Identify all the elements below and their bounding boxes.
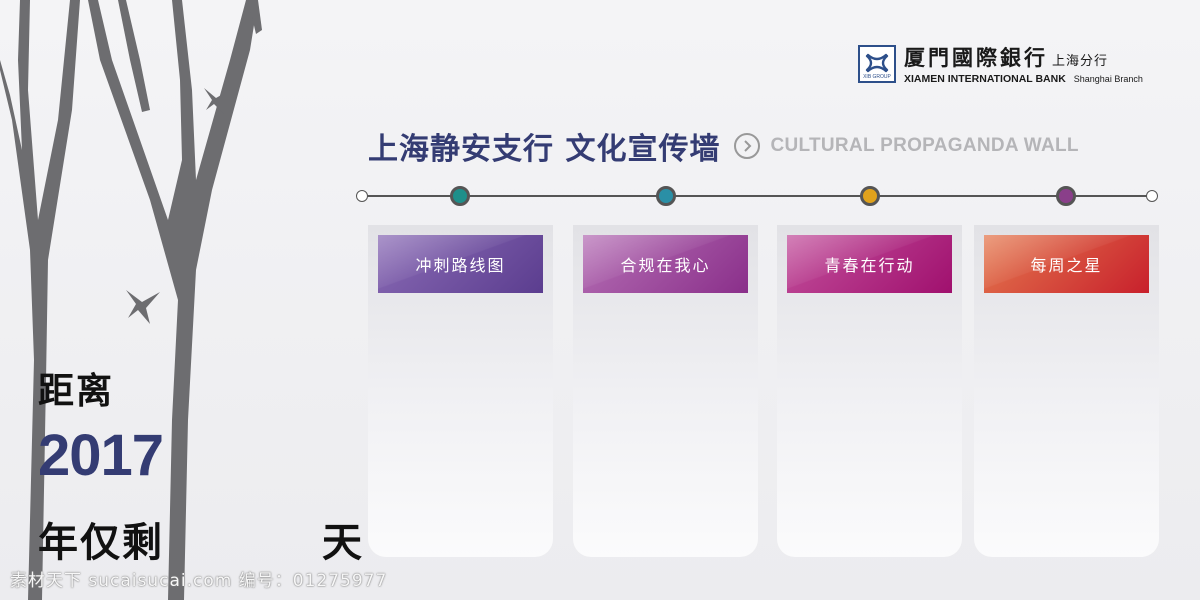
chevron-right-circle-icon <box>734 133 761 159</box>
timeline-line <box>362 195 1152 197</box>
countdown-year: 2017 <box>38 423 164 488</box>
logo-sub-text: XIB GROUP <box>863 73 891 80</box>
card-title: 每周之星 <box>1030 256 1103 275</box>
title-cn: 上海静安支行 文化宣传墙 <box>368 132 721 167</box>
panel-card: 每周之星 <box>974 225 1159 557</box>
timeline-start-dot <box>356 190 368 202</box>
bird-icon <box>204 88 230 114</box>
timeline-dot <box>450 186 470 206</box>
timeline-dot <box>860 186 880 206</box>
card-tab: 合规在我心 <box>583 235 748 293</box>
panel-card: 冲刺路线图 <box>368 225 553 557</box>
panel-card: 合规在我心 <box>573 225 758 557</box>
branch-name-cn: 上海分行 <box>1052 54 1109 69</box>
countdown-label: 距离 <box>38 371 115 412</box>
timeline-dot <box>656 186 676 206</box>
xib-logo-icon: XIB GROUP <box>858 44 896 83</box>
tree-illustration <box>0 0 262 600</box>
bank-name-cn: 厦門國際銀行 <box>904 46 1048 70</box>
card-tab: 青春在行动 <box>787 235 952 293</box>
title-en: CULTURAL PROPAGANDA WALL <box>770 135 1079 156</box>
countdown: 距离 2017 年仅剩 天 <box>38 362 362 566</box>
timeline-end-dot <box>1146 190 1158 202</box>
card-title: 青春在行动 <box>824 256 915 275</box>
card-title: 冲刺路线图 <box>415 256 506 275</box>
panel-card: 青春在行动 <box>777 225 962 557</box>
bank-name-en: XIAMEN INTERNATIONAL BANK <box>904 73 1066 85</box>
bank-logo: XIB GROUP 厦門國際銀行 上海分行 XIAMEN INTERNATION… <box>858 42 1143 85</box>
card-tab: 冲刺路线图 <box>378 235 543 293</box>
card-tab: 每周之星 <box>984 235 1149 293</box>
card-title: 合规在我心 <box>620 256 711 275</box>
bird-icon <box>126 290 160 324</box>
page-title: 上海静安支行 文化宣传墙 CULTURAL PROPAGANDA WALL <box>368 124 1079 168</box>
timeline-dot <box>1056 186 1076 206</box>
watermark: 素材天下 sucaisucai.com 编号：01275977 <box>10 571 388 591</box>
countdown-days-label: 天 <box>322 520 362 566</box>
branch-name-en: Shanghai Branch <box>1073 74 1143 84</box>
countdown-remaining-label: 年仅剩 <box>38 520 164 566</box>
